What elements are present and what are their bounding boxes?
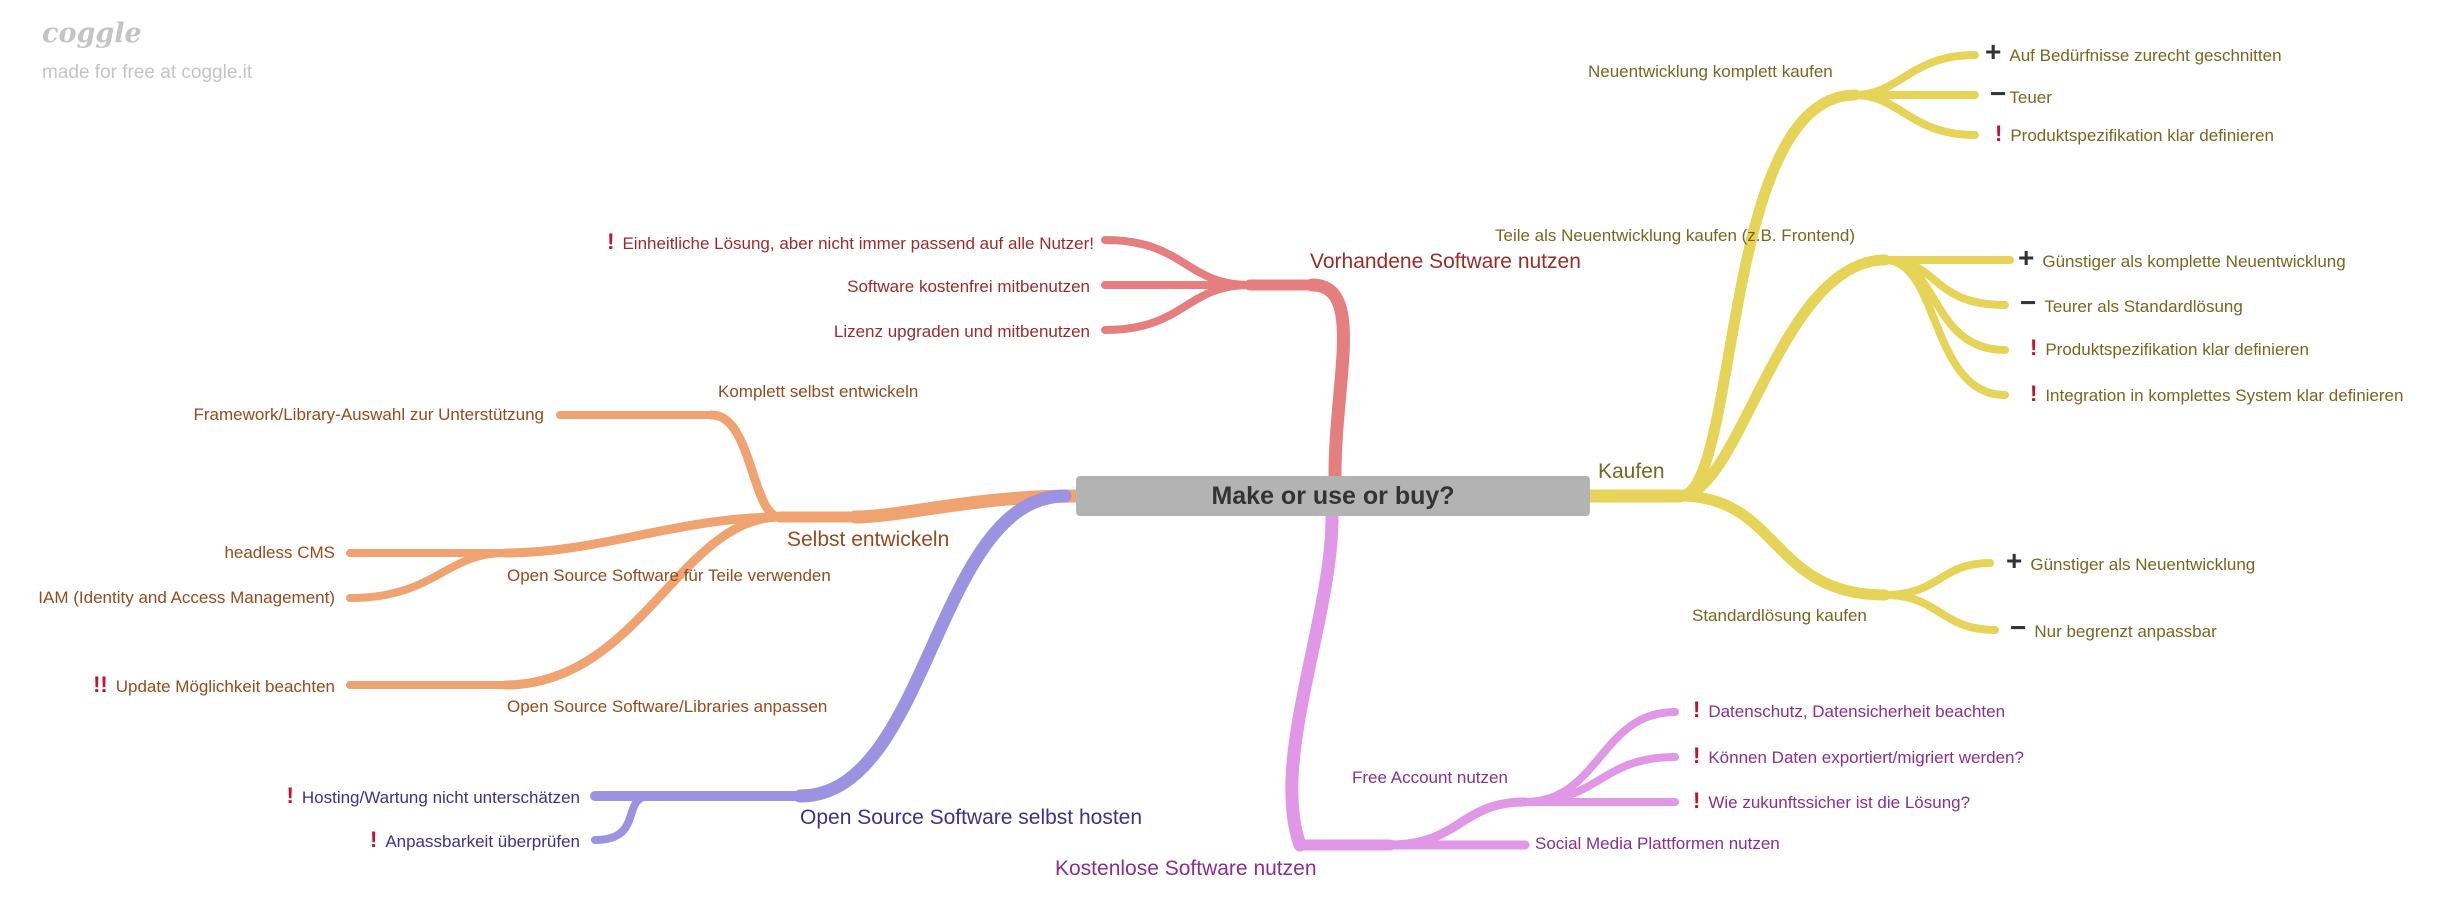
node-auf-beduerfnisse[interactable]: +Auf Bedürfnisse zurecht geschnitten <box>1985 36 2282 67</box>
node-produktspezifikation-1[interactable]: !Produktspezifikation klar definieren <box>1995 121 2274 146</box>
node-update-moeglichkeit[interactable]: !!Update Möglichkeit beachten <box>93 672 335 697</box>
node-vorhandene-software[interactable]: Vorhandene Software nutzen <box>1310 250 1581 273</box>
node-oss-anpassen[interactable]: Open Source Software/Libraries anpassen <box>507 697 828 716</box>
coggle-logo: coggle <box>42 18 142 49</box>
node-framework-library[interactable]: Framework/Library-Auswahl zur Unterstütz… <box>193 405 544 424</box>
branch-kaufen-lines <box>1585 51 2014 634</box>
node-oss-teile[interactable]: Open Source Software für Teile verwenden <box>507 566 831 585</box>
node-kostenlose-software[interactable]: Kostenlose Software nutzen <box>1055 857 1317 880</box>
node-software-kostenfrei[interactable]: Software kostenfrei mitbenutzen <box>847 277 1090 296</box>
plus-icon: + <box>1985 36 2002 67</box>
minus-icon: − <box>2020 287 2037 318</box>
node-komplett-selbst[interactable]: Komplett selbst entwickeln <box>718 382 919 401</box>
node-einheitliche-loesung[interactable]: !Einheitliche Lösung, aber nicht immer p… <box>607 229 1094 254</box>
node-anpassbarkeit[interactable]: !Anpassbarkeit überprüfen <box>369 827 580 852</box>
node-integration-system[interactable]: !Integration in komplettes System klar d… <box>2030 381 2404 406</box>
branch-hosten-lines <box>590 489 1072 844</box>
branch-vorhandene-lines <box>1101 236 1350 482</box>
node-daten-exportiert[interactable]: !Können Daten exportiert/migriert werden… <box>1693 743 2024 768</box>
node-guenstiger-komplett[interactable]: +Günstiger als komplette Neuentwicklung <box>2018 242 2346 273</box>
exclamation-icon: ! <box>1693 743 1701 768</box>
exclamation-icon: ! <box>2030 381 2038 406</box>
exclamation-icon: ! <box>2030 335 2038 360</box>
exclamation-icon: ! <box>1693 788 1701 813</box>
node-selbst-entwickeln[interactable]: Selbst entwickeln <box>787 528 950 551</box>
exclamation-icon: ! <box>286 783 294 808</box>
exclamation-icon: ! <box>1693 697 1701 722</box>
node-guenstiger-neuentwicklung[interactable]: +Günstiger als Neuentwicklung <box>2006 545 2256 576</box>
node-free-account[interactable]: Free Account nutzen <box>1352 768 1508 787</box>
plus-icon: + <box>2006 545 2023 576</box>
node-neuentwicklung-komplett[interactable]: Neuentwicklung komplett kaufen <box>1588 62 1833 81</box>
node-kaufen[interactable]: Kaufen <box>1598 460 1665 483</box>
coggle-watermark-text: made for free at coggle.it <box>42 62 253 83</box>
node-datenschutz[interactable]: !Datenschutz, Datensicherheit beachten <box>1693 697 2006 722</box>
double-exclamation-icon: !! <box>93 672 108 697</box>
node-iam[interactable]: IAM (Identity and Access Management) <box>38 588 335 607</box>
branch-selbst-lines <box>346 410 1082 690</box>
minus-icon: − <box>1990 78 2007 109</box>
root-node[interactable]: Make or use or buy? <box>1076 476 1590 516</box>
node-produktspezifikation-2[interactable]: !Produktspezifikation klar definieren <box>2030 335 2309 360</box>
node-oss-selbst-hosten[interactable]: Open Source Software selbst hosten <box>800 806 1143 829</box>
node-teurer-standard[interactable]: −Teurer als Standardlösung <box>2020 287 2243 318</box>
plus-icon: + <box>2018 242 2035 273</box>
exclamation-icon: ! <box>1995 121 2003 146</box>
exclamation-icon: ! <box>369 827 378 852</box>
branch-kostenlose-lines <box>1285 511 1679 852</box>
node-teile-neuentwicklung[interactable]: Teile als Neuentwicklung kaufen (z.B. Fr… <box>1495 226 1856 245</box>
node-headless-cms[interactable]: headless CMS <box>224 543 335 562</box>
node-social-media[interactable]: Social Media Plattformen nutzen <box>1535 834 1780 853</box>
node-begrenzt-anpassbar[interactable]: −Nur begrenzt anpassbar <box>2010 612 2217 643</box>
exclamation-icon: ! <box>607 229 615 254</box>
node-hosting-wartung[interactable]: !Hosting/Wartung nicht unterschätzen <box>286 783 580 808</box>
node-standardloesung[interactable]: Standardlösung kaufen <box>1692 606 1867 625</box>
node-teuer[interactable]: −Teuer <box>1990 78 2052 109</box>
node-lizenz-upgraden[interactable]: Lizenz upgraden und mitbenutzen <box>833 322 1090 341</box>
node-zukunftssicher[interactable]: !Wie zukunftssicher ist die Lösung? <box>1693 788 1971 813</box>
minus-icon: − <box>2010 612 2027 643</box>
